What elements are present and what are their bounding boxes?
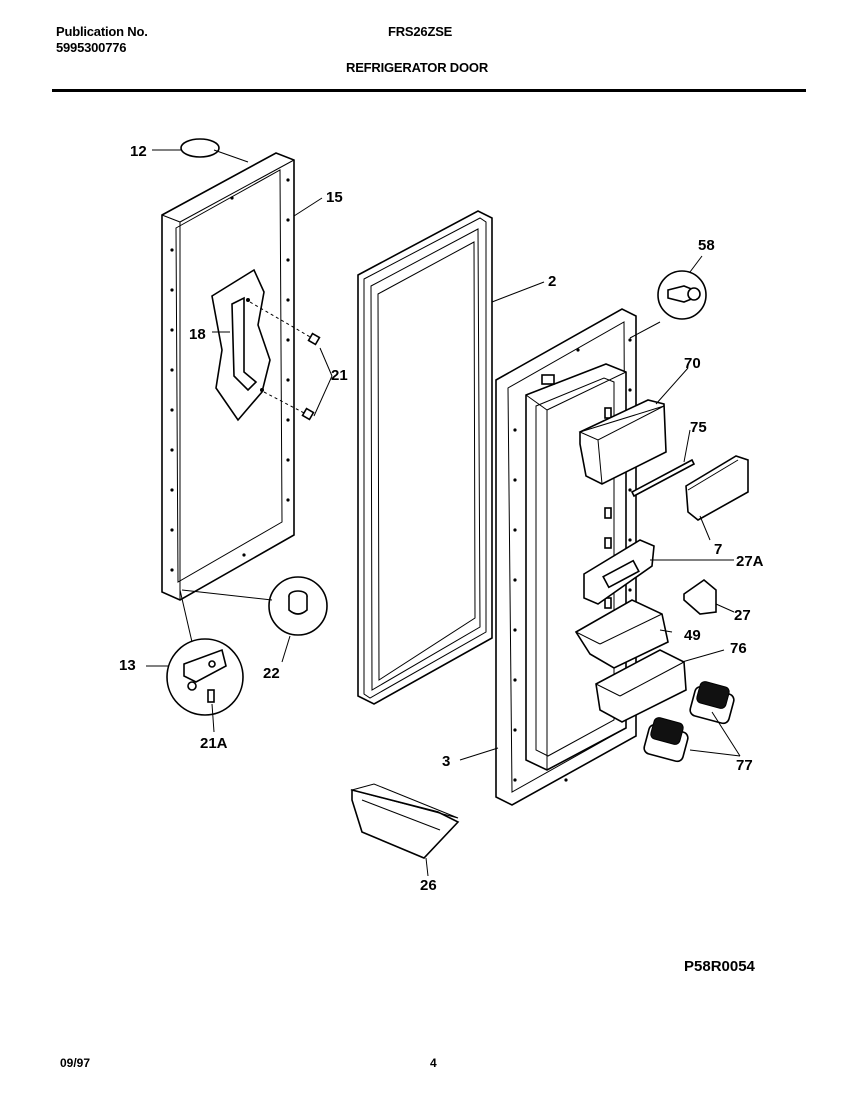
upper-door-bin xyxy=(578,399,667,485)
diagram-code: P58R0054 xyxy=(684,958,755,975)
model-number: FRS26ZSE xyxy=(388,24,453,39)
hinge-inset xyxy=(166,638,244,716)
plug xyxy=(180,138,220,158)
footer-date: 09/97 xyxy=(60,1056,91,1070)
callout-26: 26 xyxy=(420,877,437,894)
egg-trays xyxy=(643,681,735,763)
callout-12: 12 xyxy=(130,143,147,160)
callout-15: 15 xyxy=(326,189,343,206)
callout-49: 49 xyxy=(684,627,701,644)
publication-number: 5995300776 xyxy=(56,40,127,55)
callout-3: 3 xyxy=(442,753,450,770)
handle-screws xyxy=(249,301,321,421)
callout-21A: 21A xyxy=(200,735,228,752)
callout-2: 2 xyxy=(548,273,556,290)
callout-22: 22 xyxy=(263,665,280,682)
middle-door-bin xyxy=(574,599,669,669)
liner-screw xyxy=(657,270,707,320)
bottom-door-bin xyxy=(350,783,460,859)
hinge-cap-inset xyxy=(268,576,328,636)
callout-21: 21 xyxy=(331,367,348,384)
callout-27A: 27A xyxy=(736,553,764,570)
lower-door-bin xyxy=(595,649,687,723)
callout-7: 7 xyxy=(714,541,722,558)
callout-75: 75 xyxy=(690,419,707,436)
light-bracket xyxy=(683,578,717,615)
section-title: REFRIGERATOR DOOR xyxy=(346,60,489,75)
leader-lines xyxy=(146,149,741,877)
light-cover xyxy=(583,539,655,605)
door-gasket xyxy=(357,210,493,705)
callout-13: 13 xyxy=(119,657,136,674)
shelf-cover xyxy=(685,455,749,521)
header-rule xyxy=(52,89,806,92)
callout-labels: 12 15 18 21 2 58 70 75 7 27A 27 49 76 77… xyxy=(119,143,764,894)
callout-27: 27 xyxy=(734,607,751,624)
publication-label: Publication No. xyxy=(56,24,148,39)
page-number: 4 xyxy=(430,1056,437,1070)
door-handle xyxy=(211,268,271,422)
callout-76: 76 xyxy=(730,640,747,657)
bin-rod xyxy=(630,458,696,498)
callout-77: 77 xyxy=(736,757,753,774)
callout-70: 70 xyxy=(684,355,701,372)
callout-58: 58 xyxy=(698,237,715,254)
callout-18: 18 xyxy=(189,326,206,343)
